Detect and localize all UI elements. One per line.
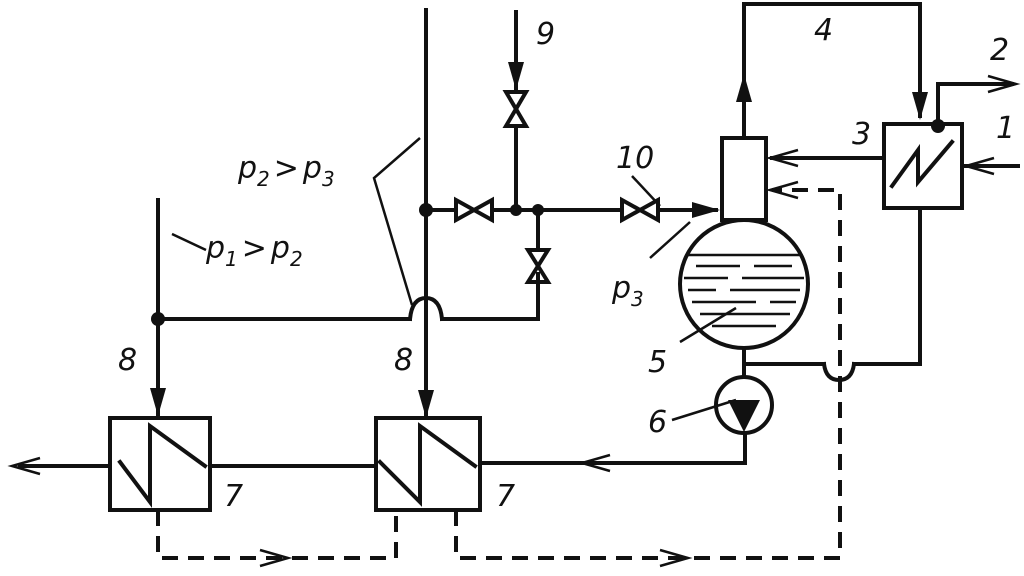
vapor-cooler-3 bbox=[882, 119, 964, 210]
extraction-line-8-left bbox=[150, 198, 166, 420]
label-5: 5 bbox=[648, 345, 667, 380]
cooler-to-column-line bbox=[765, 148, 886, 168]
steam-line-9 bbox=[508, 10, 524, 212]
label-1: 1 bbox=[996, 111, 1015, 146]
feed-water-outlet-line bbox=[7, 456, 112, 476]
label-10: 10 bbox=[616, 141, 654, 176]
pressure-balance-line bbox=[156, 272, 540, 322]
vent-line-2 bbox=[936, 74, 1021, 128]
label-p2-gt-p3: p2>p3 bbox=[237, 151, 335, 191]
extraction-line-8-middle bbox=[418, 8, 434, 420]
label-p1-gt-p2: p1>p2 bbox=[205, 231, 303, 271]
water-inlet-line-1 bbox=[960, 156, 1020, 176]
deaerator-column bbox=[720, 136, 768, 222]
label-p3: p3 bbox=[611, 271, 644, 311]
heater-7-middle bbox=[374, 416, 482, 512]
valve-header-left[interactable] bbox=[454, 196, 494, 224]
label-3: 3 bbox=[852, 117, 871, 152]
deaerator-tank-5 bbox=[678, 218, 810, 350]
leader-lines bbox=[171, 137, 737, 422]
feed-pump-6 bbox=[714, 346, 774, 435]
valve-bypass[interactable] bbox=[524, 248, 552, 284]
valve-line-9[interactable] bbox=[502, 90, 530, 128]
label-8-middle: 8 bbox=[394, 343, 413, 378]
label-7-left: 7 bbox=[224, 479, 243, 514]
label-9: 9 bbox=[536, 17, 555, 52]
label-8-left: 8 bbox=[118, 343, 137, 378]
label-2: 2 bbox=[990, 33, 1009, 68]
drain-heater-left bbox=[156, 510, 398, 568]
cooler-drain-line bbox=[742, 206, 922, 383]
heater-7-left bbox=[108, 416, 212, 512]
label-7-middle: 7 bbox=[496, 479, 515, 514]
label-6: 6 bbox=[648, 405, 667, 440]
pump-discharge-line bbox=[478, 433, 747, 473]
vapor-line-4 bbox=[736, 2, 928, 140]
drain-heater-middle bbox=[454, 180, 842, 568]
valve-10[interactable] bbox=[620, 196, 660, 224]
label-4: 4 bbox=[814, 13, 833, 48]
